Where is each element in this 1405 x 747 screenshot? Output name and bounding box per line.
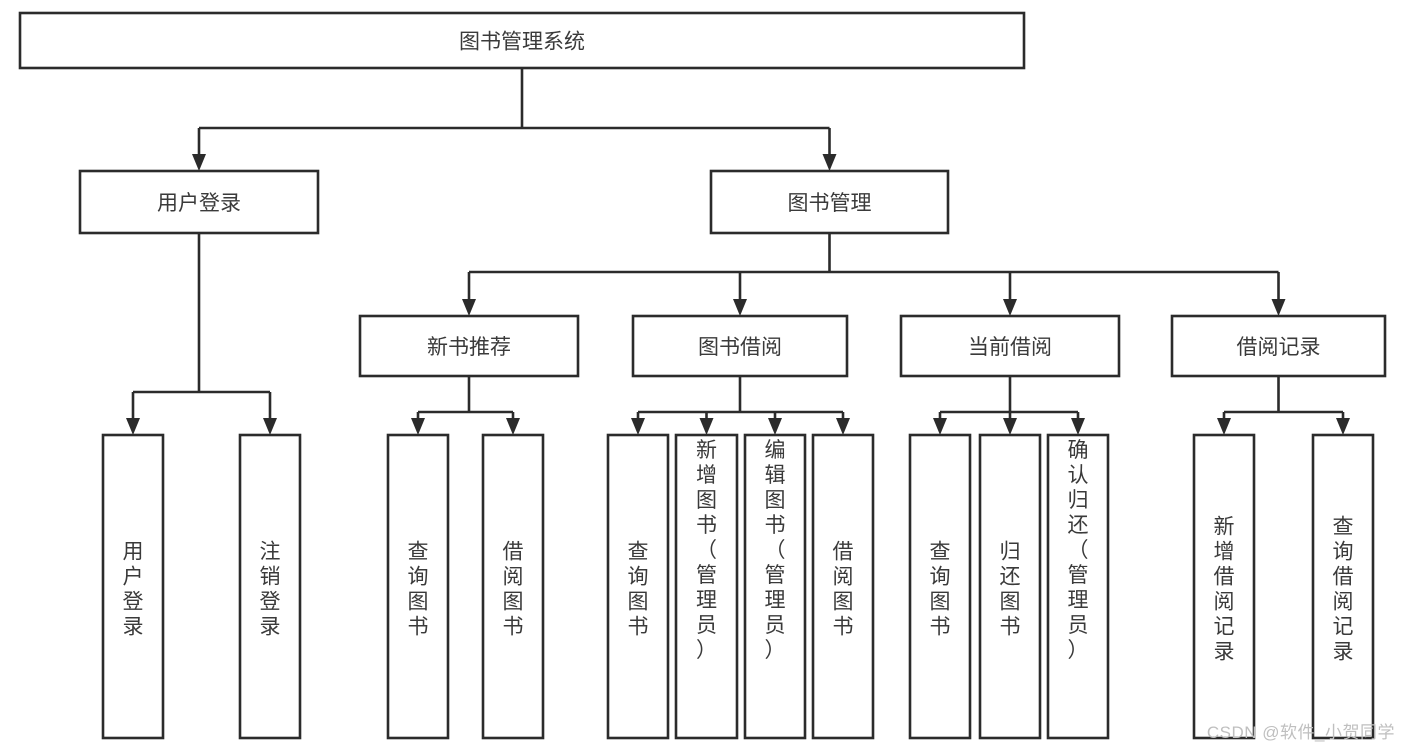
arrow-head-icon [699,418,714,435]
node-box [1311,433,1375,740]
arrow-head-icon [462,299,476,316]
node-box [358,314,580,378]
node-current-borrow[interactable]: 当前借阅 [899,314,1121,378]
node-root[interactable]: 图书管理系统 [18,11,1026,70]
node-leaf-borrow-book[interactable]: 借阅图书 [811,433,875,740]
node-box [1046,433,1110,740]
node-label: 借阅图书 [833,541,854,639]
arrow-head-icon [1003,418,1017,435]
node-label: 查询借阅记录 [1333,516,1354,664]
node-leaf-logout[interactable]: 注销登录 [238,433,302,740]
arrow-head-icon [411,418,425,435]
node-box [18,11,1026,70]
node-label: 查询图书 [408,541,429,639]
node-label: 用户登录 [123,541,144,639]
node-leaf-add-book[interactable]: 新增图书（管理员） [674,433,739,740]
node-label: 查询图书 [628,541,649,639]
node-label: 新增图书（管理员） [696,439,717,662]
node-leaf-confirm-return[interactable]: 确认归还（管理员） [1046,433,1110,740]
node-box [1170,314,1387,378]
arrow-head-icon [822,154,837,171]
node-book-borrow[interactable]: 图书借阅 [631,314,849,378]
watermark-text: CSDN @软件_小贺同学 [1206,723,1395,742]
node-leaf-query-book-cur[interactable]: 查询图书 [908,433,972,740]
node-leaf-query-record[interactable]: 查询借阅记录 [1311,433,1375,740]
node-label: 用户登录 [157,192,241,215]
node-leaf-borrow-book-rec[interactable]: 借阅图书 [481,433,545,740]
node-box [631,314,849,378]
node-label: 编辑图书（管理员） [765,439,786,662]
node-leaf-return-book[interactable]: 归还图书 [978,433,1042,740]
node-label: 新增借阅记录 [1214,516,1235,664]
node-label: 新书推荐 [427,336,511,359]
node-leaf-add-record[interactable]: 新增借阅记录 [1192,433,1256,740]
connector-layer [126,68,1350,435]
node-label: 归还图书 [1000,541,1021,639]
arrow-head-icon [506,418,520,435]
node-box [978,433,1042,740]
arrow-head-icon [1003,299,1017,316]
node-box [238,433,302,740]
node-box [1192,433,1256,740]
node-new-book-rec[interactable]: 新书推荐 [358,314,580,378]
node-box [709,169,950,235]
arrow-head-icon [836,418,850,435]
node-box [899,314,1121,378]
node-book-manage[interactable]: 图书管理 [709,169,950,235]
node-leaf-query-book-rec[interactable]: 查询图书 [386,433,450,740]
arrow-head-icon [933,418,947,435]
node-label: 图书借阅 [698,336,782,359]
node-label: 当前借阅 [968,336,1052,359]
node-box [674,433,739,740]
node-leaf-query-book[interactable]: 查询图书 [606,433,670,740]
node-label: 注销登录 [260,541,281,639]
node-user-login[interactable]: 用户登录 [78,169,320,235]
node-label: 借阅记录 [1237,336,1321,359]
node-box [811,433,875,740]
arrow-head-icon [1071,418,1085,435]
node-box [481,433,545,740]
node-borrow-record[interactable]: 借阅记录 [1170,314,1387,378]
arrow-head-icon [126,418,140,435]
arrow-head-icon [1271,299,1286,316]
arrow-head-icon [733,299,747,316]
arrow-head-icon [631,418,645,435]
node-label: 借阅图书 [503,541,524,639]
node-box [101,433,165,740]
arrow-head-icon [263,418,277,435]
arrow-head-icon [768,418,782,435]
arrow-head-icon [192,154,206,171]
arrow-head-icon [1217,418,1231,435]
node-box [386,433,450,740]
node-box [78,169,320,235]
node-box [606,433,670,740]
node-label: 图书管理 [788,192,872,215]
node-label: 查询图书 [930,541,951,639]
node-label: 确认归还（管理员） [1068,439,1089,662]
node-leaf-edit-book[interactable]: 编辑图书（管理员） [743,433,807,740]
node-box [908,433,972,740]
node-label: 图书管理系统 [459,31,585,54]
node-box [743,433,807,740]
node-layer: 图书管理系统用户登录图书管理新书推荐图书借阅当前借阅借阅记录用户登录注销登录查询… [18,11,1387,740]
node-leaf-user-login[interactable]: 用户登录 [101,433,165,740]
arrow-head-icon [1336,418,1350,435]
